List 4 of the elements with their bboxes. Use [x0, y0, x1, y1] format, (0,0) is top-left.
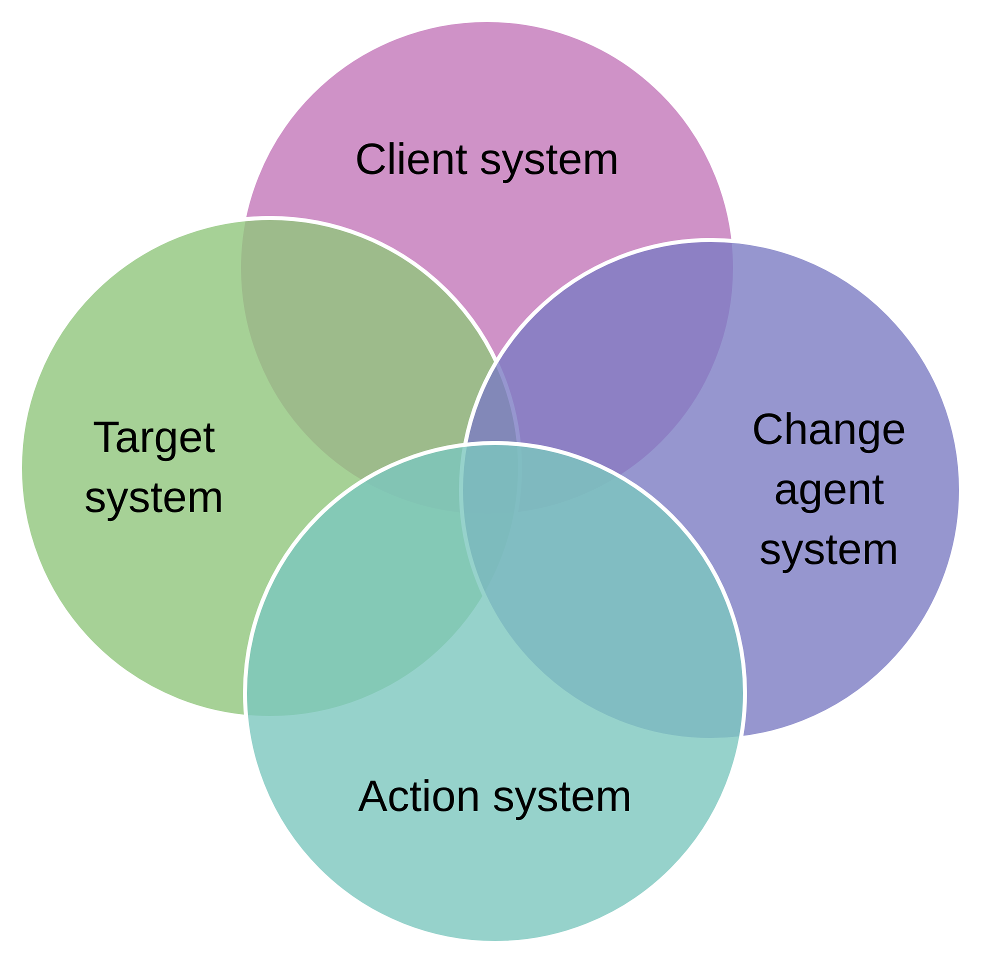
circle-label: Action system [357, 771, 633, 823]
circle-label: Target system [83, 412, 225, 524]
circle-label: Client system [354, 134, 620, 186]
circle-label: Change agent system [750, 404, 908, 576]
